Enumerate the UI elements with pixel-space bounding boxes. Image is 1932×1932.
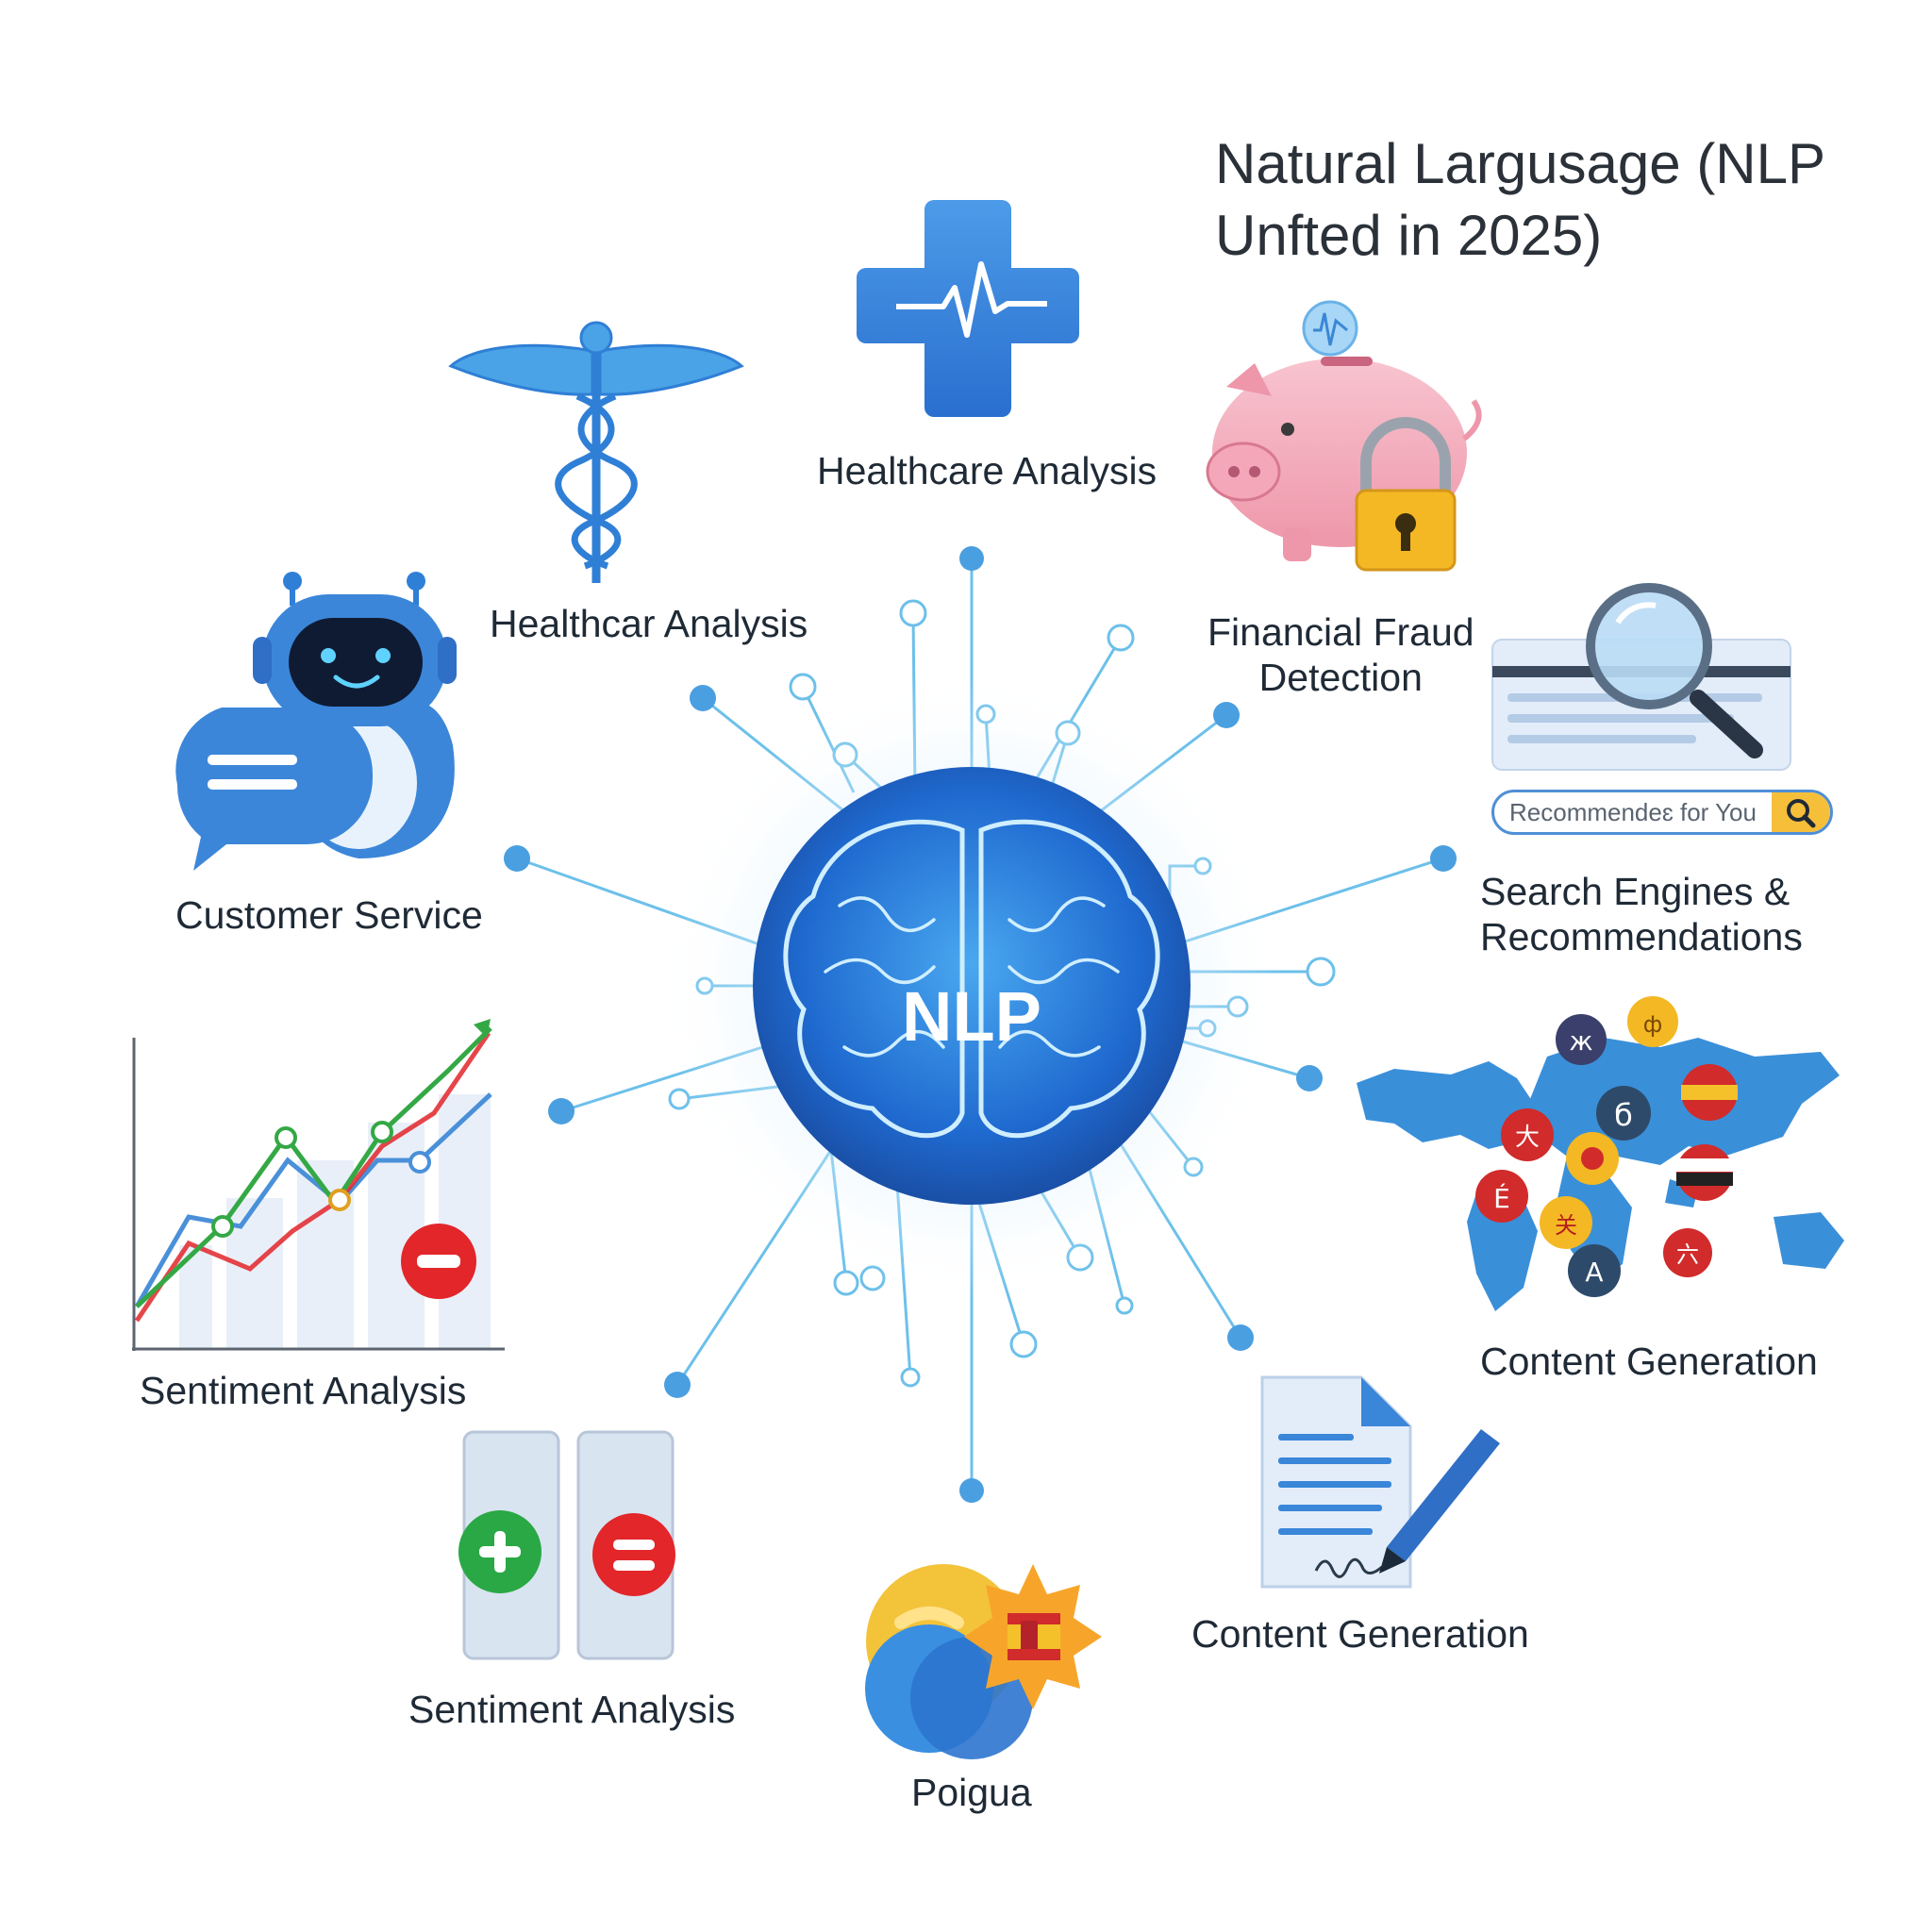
search-button[interactable] <box>1772 792 1830 832</box>
svg-text:ж: ж <box>1569 1025 1592 1057</box>
label-fraud-line-1: Financial Fraud <box>1208 610 1474 654</box>
magnifier-icon <box>1586 583 1763 758</box>
svg-text:ф: ф <box>1643 1011 1663 1038</box>
medical-cross-icon <box>857 200 1079 417</box>
svg-text:大: 大 <box>1515 1124 1540 1152</box>
search-input[interactable]: Recommendeɛ for You <box>1491 790 1833 835</box>
label-poigua: Poigua <box>911 1771 1032 1814</box>
brain-icon <box>783 819 1160 1139</box>
search-icon <box>1787 799 1816 828</box>
svg-text:É: É <box>1493 1182 1510 1214</box>
caduceus-icon <box>448 321 744 583</box>
language-badges: ж ф б 大 É 关 六 A <box>1475 996 1738 1297</box>
label-customer-service: Customer Service <box>175 893 483 937</box>
label-search-engines: Search Engines & Recommendations <box>1480 869 1803 959</box>
globe-flag-icon <box>865 1564 1102 1759</box>
svg-text:六: 六 <box>1676 1241 1699 1268</box>
svg-text:б: б <box>1614 1097 1633 1133</box>
title-line-1: Natural Largusage (NLP <box>1215 132 1826 195</box>
label-content-generation-right: Content Generation <box>1480 1340 1818 1383</box>
svg-text:关: 关 <box>1555 1212 1577 1239</box>
search-placeholder: Recommendeɛ for You <box>1509 798 1757 826</box>
label-sentiment-analysis-bottom: Sentiment Analysis <box>408 1688 736 1731</box>
sentiment-chart-icon <box>132 1019 505 1351</box>
label-search-line-1: Search Engines & <box>1480 870 1790 913</box>
title-line-2: Unfted in 2025) <box>1215 204 1603 267</box>
minus-badge-icon <box>401 1224 476 1299</box>
label-sentiment-analysis-left: Sentiment Analysis <box>140 1369 467 1412</box>
equals-badge-icon <box>592 1513 675 1596</box>
padlock-icon <box>1355 417 1457 572</box>
hub-label: NLP <box>902 977 1041 1056</box>
plus-badge-icon <box>458 1510 541 1593</box>
nlp-hub: NLP <box>660 675 1283 1297</box>
label-healthcar-analysis: Healthcar Analysis <box>490 602 808 645</box>
label-healthcare-analysis: Healthcare Analysis <box>817 449 1158 492</box>
page-title: Natural Largusage (NLP Unfted in 2025) <box>1215 128 1825 272</box>
label-fraud-line-2: Detection <box>1258 656 1423 699</box>
label-content-generation-bottom: Content Generation <box>1191 1612 1529 1656</box>
document-pen-icon <box>1260 1375 1500 1589</box>
label-financial-fraud: Financial Fraud Detection <box>1208 609 1474 700</box>
chat-bubble-icon <box>175 708 373 871</box>
label-search-line-2: Recommendations <box>1480 915 1803 958</box>
svg-text:A: A <box>1585 1257 1603 1288</box>
